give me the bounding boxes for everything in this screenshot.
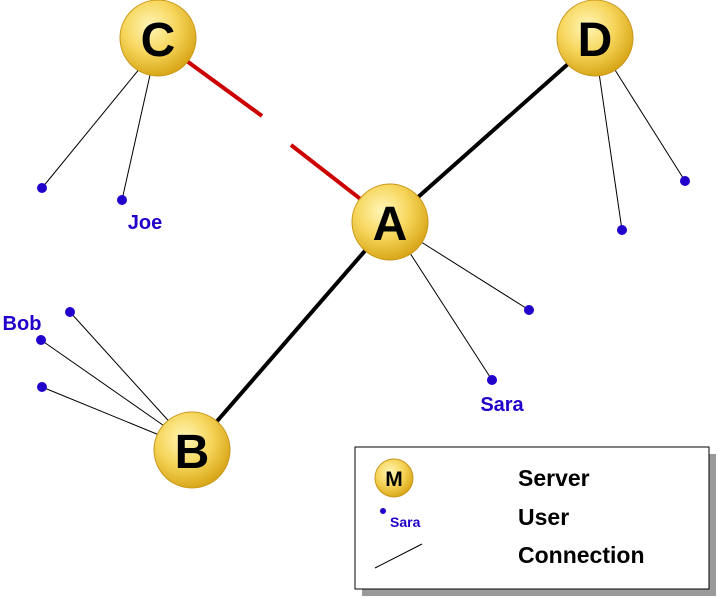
user-dot[interactable] (65, 307, 75, 317)
link-a-d (388, 38, 597, 224)
server-label-b: B (175, 426, 210, 479)
server-c[interactable]: C (119, 0, 197, 77)
legend-connection-line (374, 543, 423, 569)
user-dot-sara[interactable] (487, 375, 497, 385)
server-b[interactable]: B (153, 411, 231, 489)
user-dot-bob[interactable] (36, 335, 46, 345)
user-label-bob: Bob (3, 313, 42, 335)
user-link (609, 61, 686, 182)
user-label-joe: Joe (128, 212, 162, 234)
user-link (121, 65, 153, 201)
legend-box (354, 446, 710, 590)
legend-server-text: Server (518, 465, 590, 491)
user-link (41, 386, 165, 438)
link-a-b (190, 220, 392, 452)
server-label-c: C (141, 14, 176, 67)
servers: A B C D (119, 0, 634, 489)
server-label-a: A (373, 198, 408, 251)
legend-user-text: User (518, 504, 569, 530)
user-dot[interactable] (37, 183, 47, 193)
users: Joe Sara Bob (3, 176, 690, 416)
user-links (40, 61, 686, 438)
legend-user-dot (380, 508, 386, 514)
legend-server-sample-label: M (385, 468, 403, 491)
server-label-d: D (578, 14, 613, 67)
user-link (597, 65, 623, 231)
server-a[interactable]: A (351, 183, 429, 261)
user-label-sara: Sara (480, 394, 524, 416)
user-link (417, 239, 530, 311)
user-link (407, 249, 493, 381)
user-dot[interactable] (524, 305, 534, 315)
user-link (69, 311, 176, 429)
user-dot[interactable] (680, 176, 690, 186)
server-d[interactable]: D (556, 0, 634, 77)
user-link (41, 61, 146, 189)
user-dot[interactable] (37, 382, 47, 392)
legend-user-row: Sara User (380, 504, 569, 530)
legend-connection-row: Connection (374, 542, 645, 569)
user-dot-joe[interactable] (117, 195, 127, 205)
legend-connection-text: Connection (518, 542, 645, 568)
user-link (40, 339, 171, 431)
legend-server-icon (374, 458, 414, 498)
legend-user-sample-label: Sara (390, 514, 421, 530)
legend: M Server Sara User Connection (354, 446, 716, 596)
legend-server-row: M Server (374, 458, 590, 498)
user-dot[interactable] (617, 225, 627, 235)
